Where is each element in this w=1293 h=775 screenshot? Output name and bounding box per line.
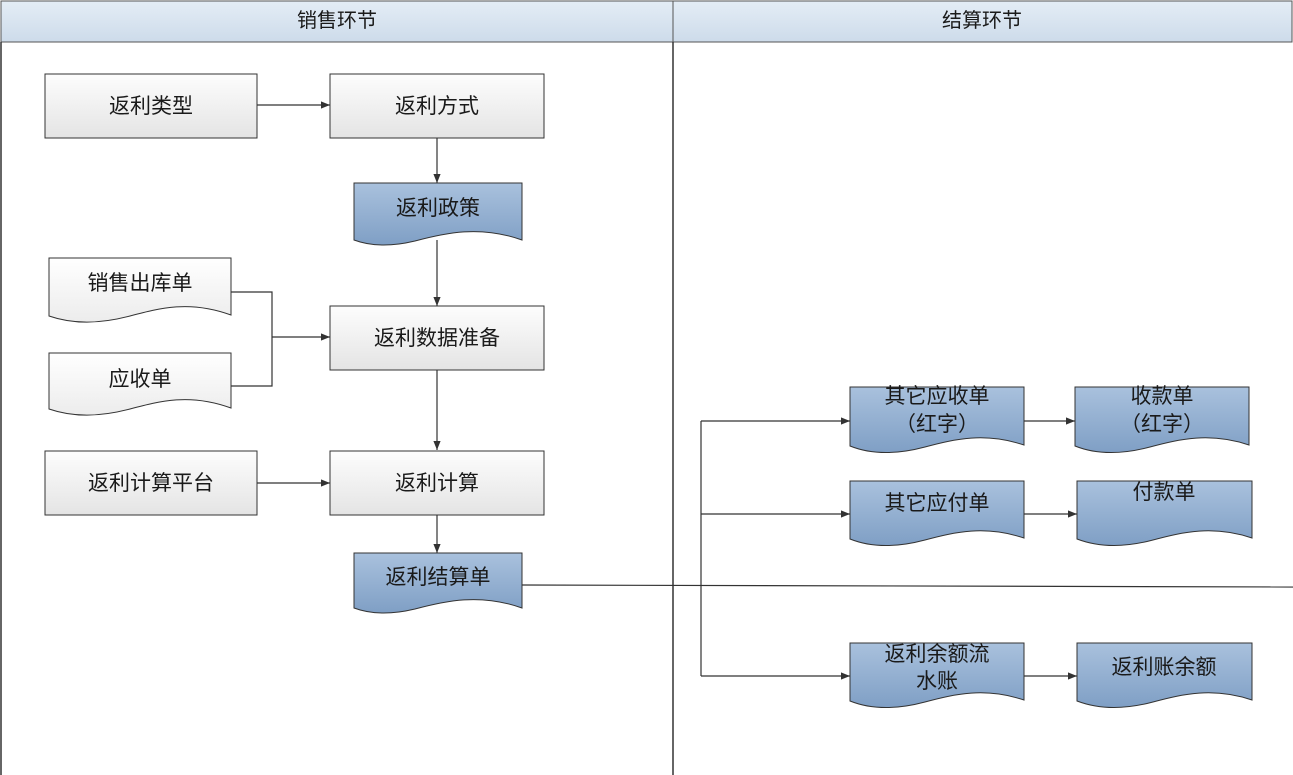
node-other-payable-label: 其它应付单 [885, 491, 990, 515]
node-account-balance[interactable]: 返利账余额 [1076, 642, 1253, 709]
node-sales-outbound-label: 销售出库单 [88, 271, 193, 295]
node-payment-label: 付款单 [1133, 480, 1196, 504]
node-balance-flow[interactable]: 返利余额流 水账 [849, 642, 1025, 709]
lane-title-settlement: 结算环节 [942, 8, 1022, 32]
lane-title-sales: 销售环节 [297, 8, 377, 32]
node-receipt[interactable]: 收款单 （红字） [1074, 384, 1250, 454]
node-payment[interactable]: 付款单 [1076, 480, 1253, 547]
node-receivable-label: 应收单 [109, 367, 172, 391]
node-rebate-method-label: 返利方式 [395, 94, 479, 118]
node-rebate-type-label: 返利类型 [109, 94, 193, 118]
lane-header-settlement: 结算环节 [672, 0, 1293, 43]
node-calc-platform[interactable]: 返利计算平台 [44, 450, 258, 516]
node-rebate-policy-label: 返利政策 [396, 196, 480, 220]
node-other-receivable-label-2: （红字） [895, 412, 979, 436]
node-calc-platform-label: 返利计算平台 [88, 471, 214, 495]
node-calc[interactable]: 返利计算 [329, 450, 545, 516]
node-rebate-method[interactable]: 返利方式 [329, 73, 545, 139]
node-other-receivable[interactable]: 其它应收单 （红字） [849, 384, 1025, 454]
node-balance-flow-label-2: 水账 [916, 669, 958, 693]
node-other-payable[interactable]: 其它应付单 [849, 480, 1025, 547]
node-calc-label: 返利计算 [395, 471, 479, 495]
node-account-balance-label: 返利账余额 [1112, 655, 1217, 679]
node-receivable[interactable]: 应收单 [48, 352, 232, 416]
node-rebate-type[interactable]: 返利类型 [44, 73, 258, 139]
node-sales-outbound[interactable]: 销售出库单 [48, 257, 232, 323]
node-receipt-label-2: （红字） [1120, 412, 1204, 436]
node-settlement-doc[interactable]: 返利结算单 [353, 552, 523, 614]
node-receipt-label-1: 收款单 [1131, 384, 1194, 408]
node-data-prep[interactable]: 返利数据准备 [329, 305, 545, 371]
node-balance-flow-label-1: 返利余额流 [885, 642, 990, 666]
lane-header-sales: 销售环节 [0, 0, 674, 43]
node-other-receivable-label-1: 其它应收单 [885, 384, 990, 408]
connector-docs-bracket [231, 291, 273, 387]
connector-settlement-out [521, 584, 1293, 588]
node-data-prep-label: 返利数据准备 [374, 326, 500, 350]
node-rebate-policy[interactable]: 返利政策 [353, 182, 523, 246]
node-settlement-doc-label: 返利结算单 [386, 565, 491, 589]
